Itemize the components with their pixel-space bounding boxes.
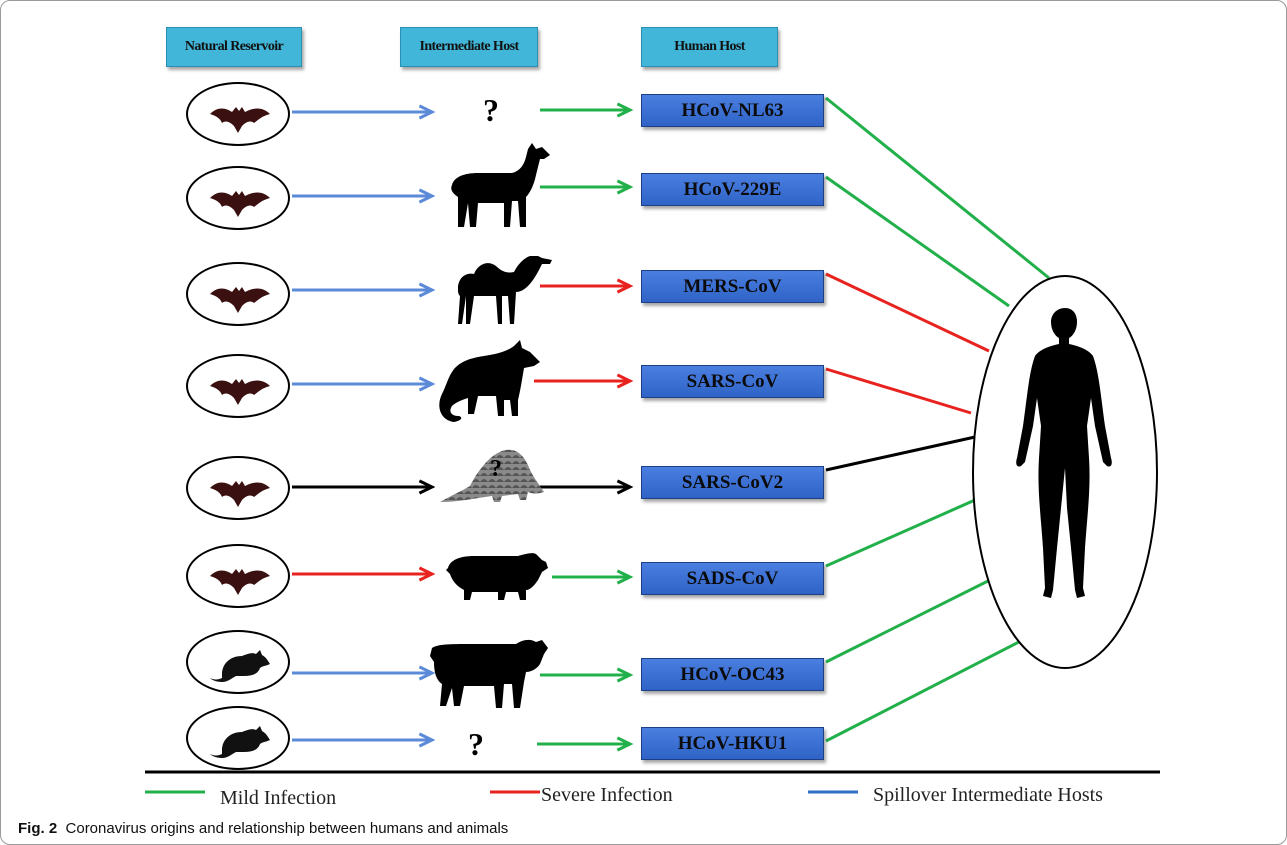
- reservoir-oval: [186, 354, 290, 418]
- pangolin-icon: ?: [440, 446, 544, 506]
- bat-icon: [208, 558, 272, 598]
- virus-box-hcov-229e: HCoV-229E: [641, 173, 824, 206]
- virus-box-sads-cov: SADS-CoV: [641, 562, 824, 595]
- camel-icon: [452, 252, 556, 326]
- figure-caption: Fig. 2 Coronavirus origins and relations…: [18, 820, 508, 837]
- bat-icon: [208, 368, 272, 408]
- reservoir-oval: [186, 706, 290, 770]
- legend-spillover-hosts: Spillover Intermediate Hosts: [873, 784, 1103, 807]
- alpaca-icon: [446, 141, 558, 231]
- bat-icon: [208, 96, 272, 136]
- virus-box-sars-cov: SARS-CoV: [641, 365, 824, 398]
- bat-icon: [208, 180, 272, 220]
- cow-icon: [430, 634, 550, 710]
- host-link: [826, 369, 971, 413]
- host-link: [826, 274, 989, 351]
- rodent-icon: [208, 644, 272, 684]
- reservoir-oval: [186, 456, 290, 520]
- host-link: [826, 578, 994, 662]
- unknown-host-mark: ?: [468, 726, 484, 763]
- virus-box-hcov-hku1: HCoV-HKU1: [641, 727, 824, 760]
- human-host-oval: [971, 274, 1159, 670]
- legend-mild-infection: Mild Infection: [220, 787, 336, 810]
- bat-icon: [208, 276, 272, 316]
- host-link: [826, 98, 1049, 278]
- virus-box-hcov-oc43: HCoV-OC43: [641, 658, 824, 691]
- reservoir-oval: [186, 630, 290, 694]
- caption-text: Coronavirus origins and relationship bet…: [66, 820, 509, 837]
- caption-label: Fig. 2: [18, 820, 57, 837]
- unknown-host-mark: ?: [483, 92, 499, 129]
- reservoir-oval: [186, 544, 290, 608]
- unknown-host-mark: ?: [490, 456, 502, 482]
- civet-icon: [434, 340, 542, 426]
- reservoir-oval: [186, 262, 290, 326]
- virus-box-sars-cov2: SARS-CoV2: [641, 466, 824, 499]
- legend-severe-infection: Severe Infection: [541, 784, 673, 807]
- rodent-icon: [208, 720, 272, 760]
- host-link: [826, 500, 975, 566]
- pig-icon: [446, 550, 550, 602]
- virus-box-hcov-nl63: HCoV-NL63: [641, 94, 824, 127]
- bat-icon: [208, 470, 272, 510]
- host-link: [826, 437, 975, 470]
- virus-box-mers-cov: MERS-CoV: [641, 270, 824, 303]
- reservoir-oval: [186, 82, 290, 146]
- reservoir-oval: [186, 166, 290, 230]
